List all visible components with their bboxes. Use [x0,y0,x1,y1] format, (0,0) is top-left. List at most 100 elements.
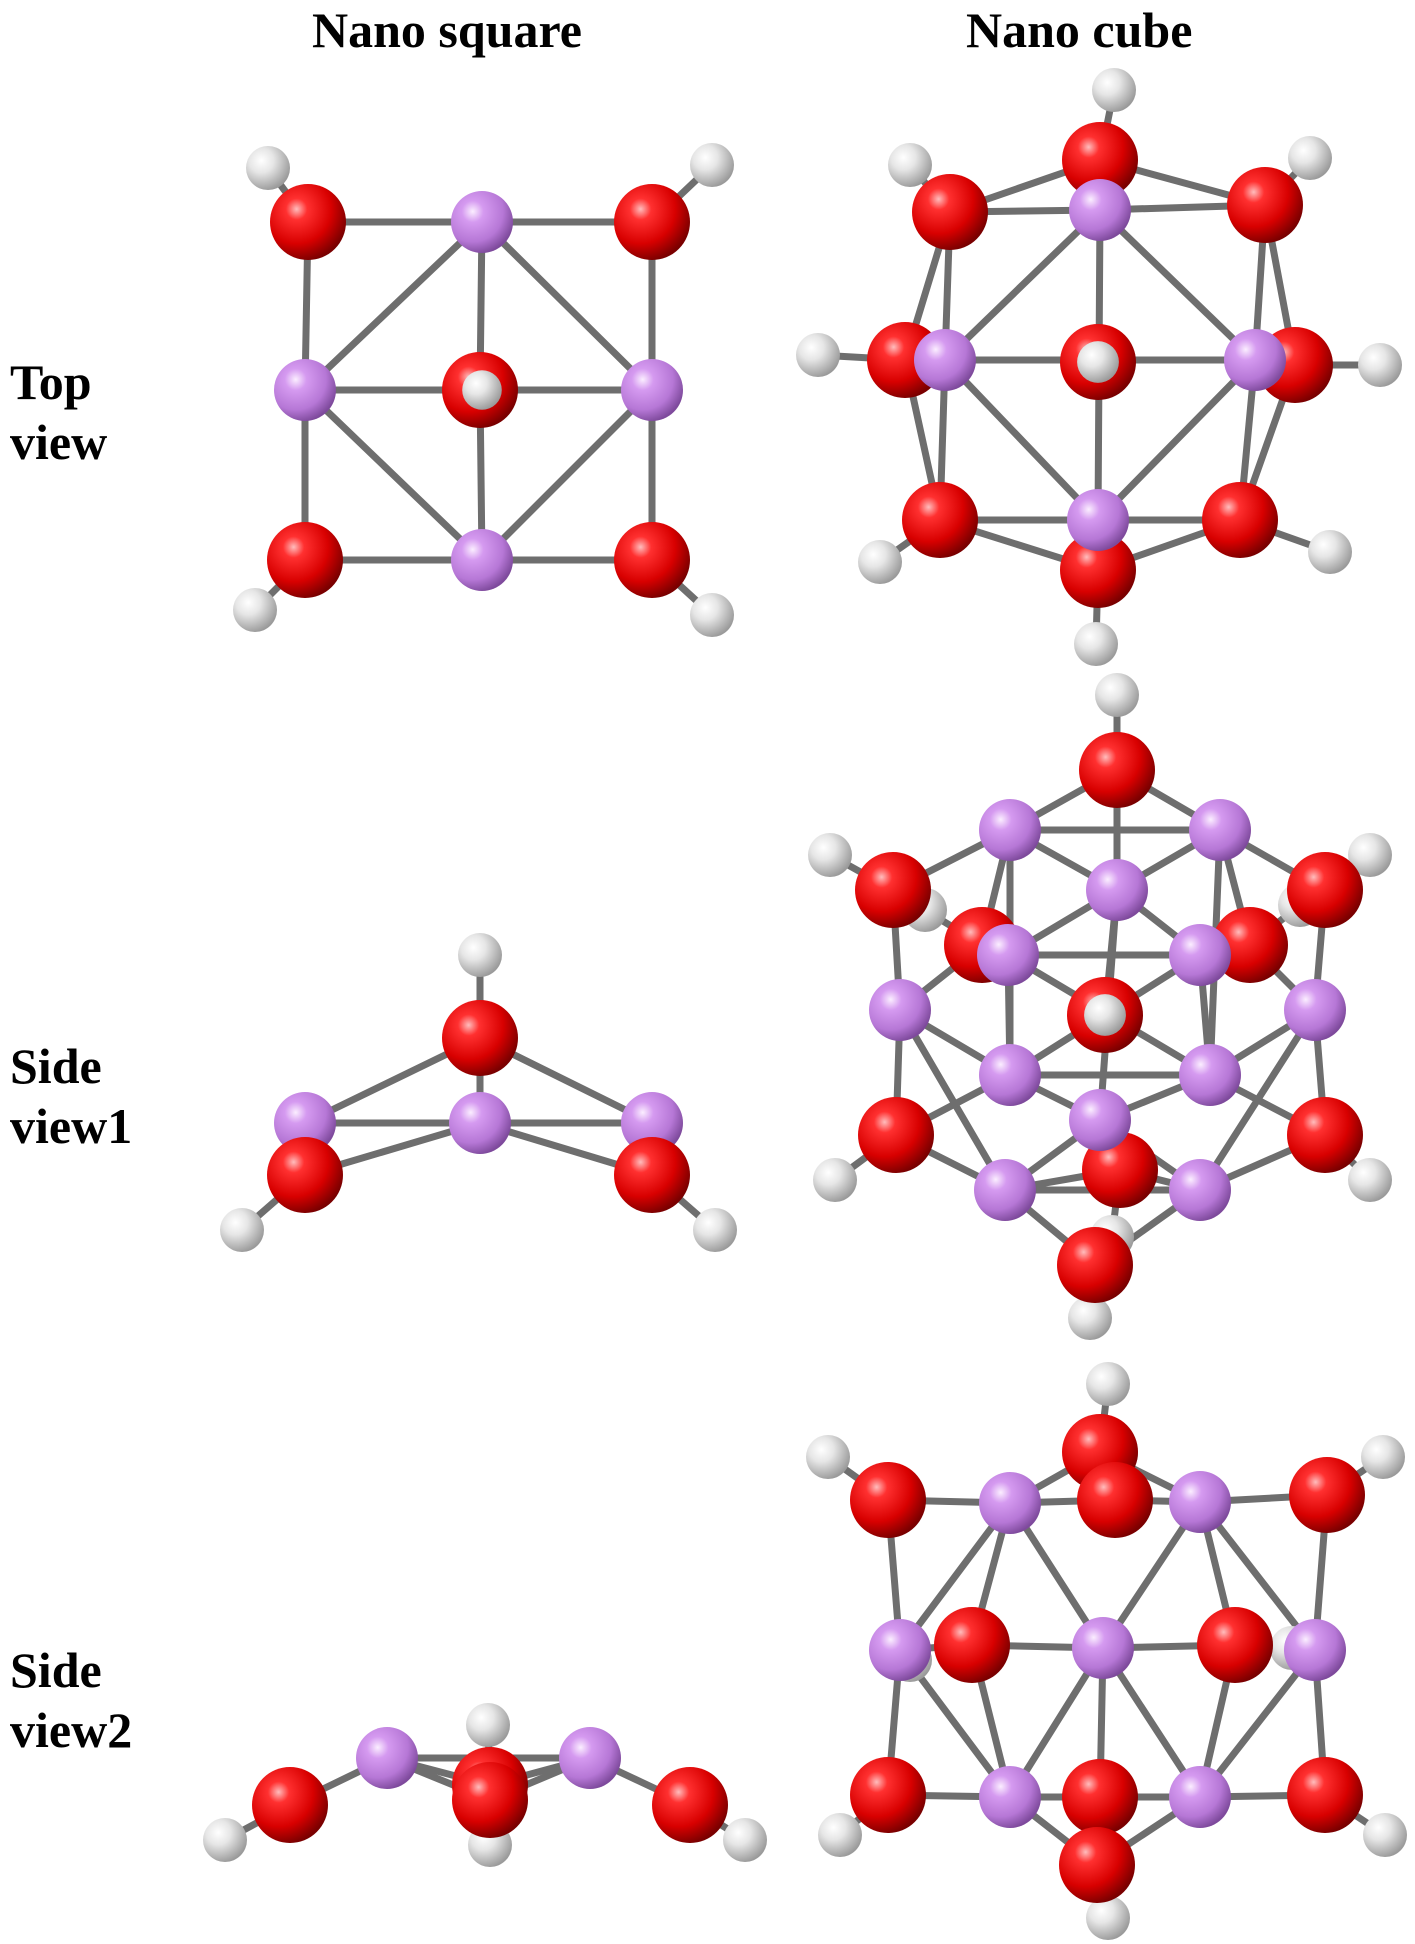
bond [478,386,656,564]
hydrogen-atom [1086,1362,1130,1406]
oxygen-atom [902,482,978,558]
hydrogen-atom [888,143,932,187]
metal-atom [449,1092,511,1154]
row-label-line: Top [10,354,92,410]
metal-atom [869,1619,931,1681]
oxygen-atom [1289,1457,1365,1533]
bond [1196,1646,1319,1801]
hydrogen-atom [246,146,290,190]
hydrogen-atom [808,833,852,877]
oxygen-atom [614,184,690,260]
metal-atom [1072,1617,1134,1679]
oxygen-atom [267,522,343,598]
metal-atom [451,529,513,591]
metal-atom [1069,1089,1131,1151]
nano-square-side-view2 [203,1703,767,1867]
oxygen-atom [1077,1462,1153,1538]
metal-atom [1067,489,1129,551]
oxygen-atom [1079,732,1155,808]
metal-atom [979,1766,1041,1828]
bond [1096,206,1259,364]
bond [301,386,486,564]
bond [478,218,656,394]
oxygen-atom [270,184,346,260]
nano-square-top-view [233,143,734,637]
metal-atom [274,359,336,421]
oxygen-atom [855,852,931,928]
oxygen-atom [267,1137,343,1213]
oxygen-atom [1197,1607,1273,1683]
bond [941,206,1104,364]
oxygen-atom [1202,482,1278,558]
metal-atom [1169,924,1231,986]
hydrogen-atom [806,1435,850,1479]
metal-atom [979,1472,1041,1534]
oxygen-atom [934,1607,1010,1683]
metal-atom [974,1159,1036,1221]
oxygen-atom [912,174,988,250]
row-label-line: Side [10,1642,102,1698]
metal-atom [869,979,931,1041]
oxygen-atom [1287,1757,1363,1833]
hydrogen-atom [1358,343,1402,387]
oxygen-atom [1062,122,1138,198]
row-label-line: view [10,414,108,470]
oxygen-atom [1287,852,1363,928]
hydrogen-atom [1086,1896,1130,1940]
row-label-side-view2: Side view2 [10,1640,132,1760]
oxygen-atom [1227,167,1303,243]
metal-atom [1189,799,1251,861]
metal-atom [979,1044,1041,1106]
hydrogen-atom [462,370,502,410]
column-header-nano-square: Nano square [312,2,582,58]
metal-atom [1169,1159,1231,1221]
metal-atom [977,924,1039,986]
oxygen-atom [858,1097,934,1173]
hydrogen-atom [813,1158,857,1202]
metal-atom [356,1727,418,1789]
metal-atom [979,799,1041,861]
row-label-line: view2 [10,1702,133,1758]
metal-atom [914,329,976,391]
oxygen-atom [1082,1132,1158,1208]
metal-atom [1284,979,1346,1041]
oxygen-atom [452,1762,528,1838]
metal-atom [274,1092,336,1154]
hydrogen-atom [458,933,502,977]
hydrogen-atom [1084,994,1126,1036]
metal-atom [1284,1619,1346,1681]
row-label-line: Side [10,1038,102,1094]
hydrogen-atom [1361,1435,1405,1479]
nano-square-side-view1 [220,933,737,1252]
hydrogen-atom [818,1813,862,1857]
metal-atom [1169,1471,1231,1533]
hydrogen-atom [1095,673,1139,717]
bond [1196,1498,1319,1654]
oxygen-atom [1057,1227,1133,1303]
hydrogen-atom [1074,622,1118,666]
oxygen-atom [850,1757,926,1833]
row-label-top-view: Top view [10,352,107,472]
hydrogen-atom [1308,530,1352,574]
metal-atom [621,359,683,421]
hydrogen-atom [693,1208,737,1252]
metal-atom [1069,179,1131,241]
hydrogen-atom [233,588,277,632]
hydrogen-atom [1348,833,1392,877]
bond [1094,356,1259,524]
hydrogen-atom [1363,1813,1407,1857]
hydrogen-atom [796,333,840,377]
oxygen-atom [1060,532,1136,608]
oxygen-atom [442,1000,518,1076]
oxygen-atom [1059,1827,1135,1903]
metal-atom [621,1092,683,1154]
nano-cube-side-view1 [808,673,1392,1340]
hydrogen-atom [1077,341,1119,383]
metal-atom [1086,859,1148,921]
hydrogen-atom [220,1208,264,1252]
row-label-side-view1: Side view1 [10,1036,132,1156]
hydrogen-atom [203,1818,247,1862]
bond [301,218,486,394]
bond [941,356,1102,524]
